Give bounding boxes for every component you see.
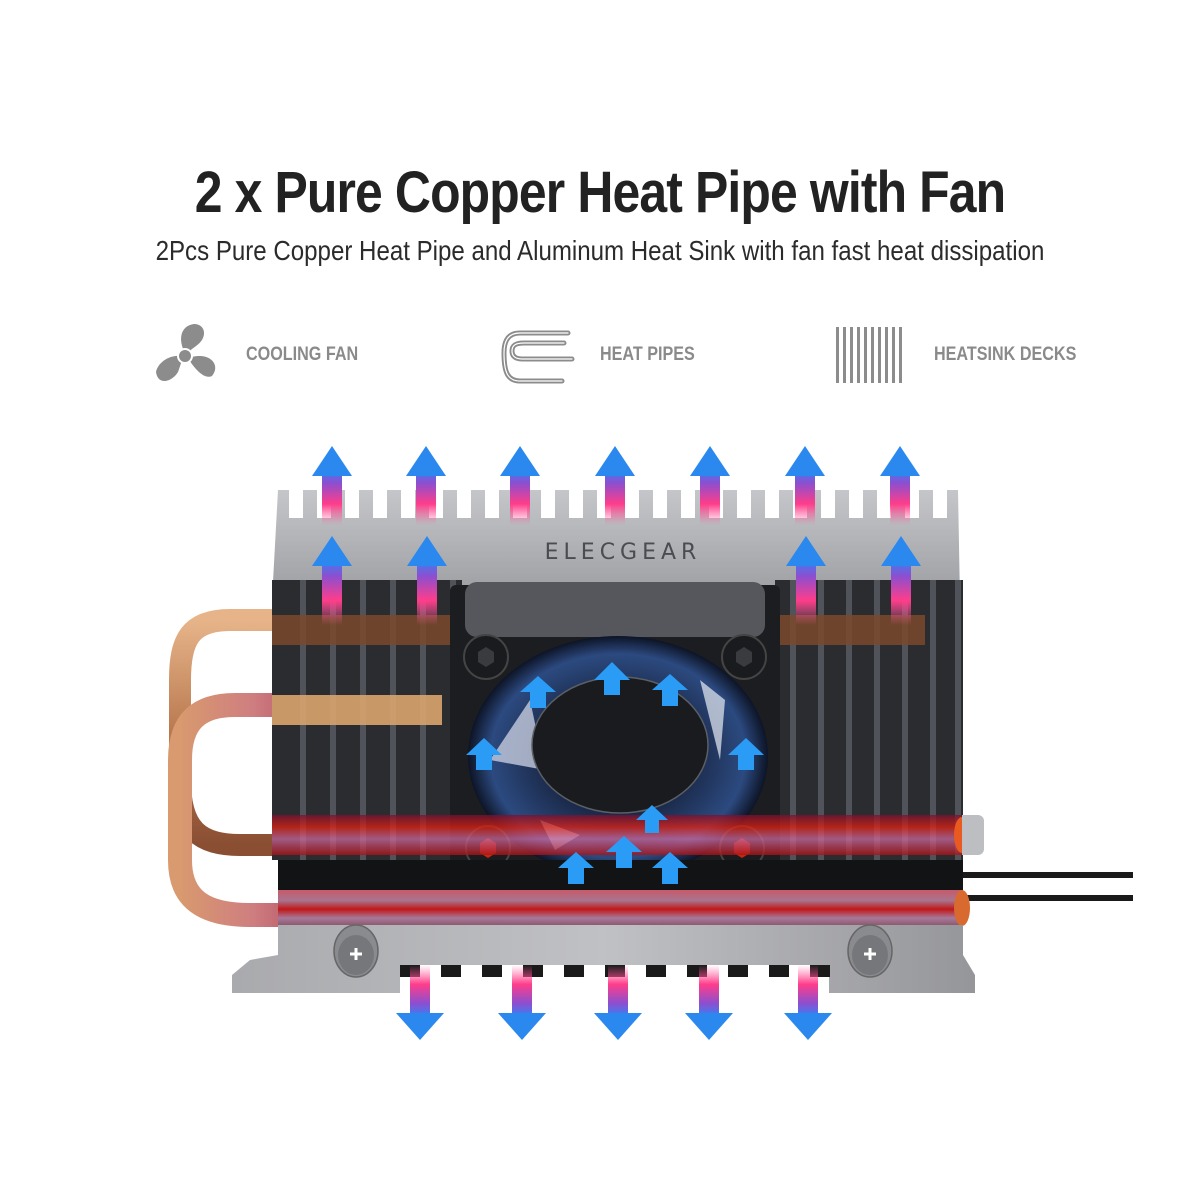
heatsink-product-illustration: ELECGEAR [168, 446, 1133, 1040]
up-arrow-icon [558, 852, 594, 884]
up-arrow-icon [636, 805, 668, 833]
feature-label: COOLING FAN [246, 344, 359, 365]
up-arrow-icon [594, 662, 630, 695]
up-arrow-icon [312, 536, 352, 625]
up-arrow-icon [606, 836, 642, 868]
down-arrow-icon [498, 965, 546, 1040]
down-arrow-icon [784, 965, 832, 1040]
top-heatsink-plate [272, 488, 960, 600]
heat-pipes-icon [501, 330, 575, 384]
up-arrow-icon [786, 536, 826, 625]
up-arrow-icon [312, 446, 352, 525]
up-arrow-icon [652, 852, 688, 884]
up-arrow-icon [785, 446, 825, 525]
up-arrow-icon [406, 446, 446, 525]
heatsink-decks-icon [836, 327, 902, 383]
feature-cooling-fan: COOLING FAN [150, 320, 378, 390]
feature-heat-pipes: HEAT PIPES [498, 320, 712, 390]
up-arrow-icon [690, 446, 730, 525]
up-arrow-icon [500, 446, 540, 525]
feature-heatsink-decks: HEATSINK DECKS [834, 320, 1102, 390]
up-arrow-icon [728, 738, 764, 770]
fan-icon [156, 324, 216, 382]
up-arrow-icon [466, 738, 502, 770]
upward-airflow-arrows-top [312, 446, 920, 525]
downward-airflow-arrows [396, 965, 832, 1040]
up-arrow-icon [595, 446, 635, 525]
fan-airflow-arrows [466, 662, 764, 884]
page-subtitle: 2Pcs Pure Copper Heat Pipe and Aluminum … [155, 235, 1045, 266]
feature-label: HEAT PIPES [600, 344, 695, 365]
up-arrow-icon [880, 446, 920, 525]
upward-airflow-arrows-second [312, 536, 921, 625]
down-arrow-icon [685, 965, 733, 1040]
up-arrow-icon [520, 676, 556, 708]
page-title: 2 x Pure Copper Heat Pipe with Fan [194, 160, 1006, 225]
down-arrow-icon [396, 965, 444, 1040]
up-arrow-icon [407, 536, 447, 625]
brand-logo: ELECGEAR [545, 540, 702, 565]
up-arrow-icon [652, 674, 688, 706]
feature-label: HEATSINK DECKS [934, 344, 1077, 365]
up-arrow-icon [881, 536, 921, 625]
down-arrow-icon [594, 965, 642, 1040]
